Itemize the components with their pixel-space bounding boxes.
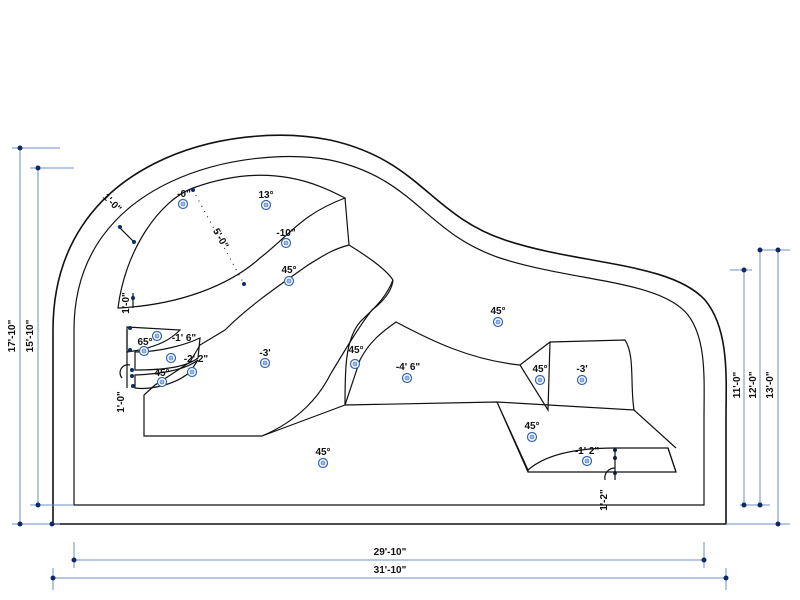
mid-slope-edge — [261, 279, 394, 437]
label-beach-edge: 1'-0" — [121, 292, 132, 314]
right-bench-slope — [633, 409, 677, 449]
radius-center — [191, 188, 195, 192]
label-mid-slope: 45° — [348, 345, 363, 356]
label-right-depth: -3' — [576, 364, 587, 375]
marker-ledge-5 — [186, 366, 198, 378]
label-step-width: 1'-0" — [116, 391, 127, 413]
label-coping: 1'-0" — [100, 192, 123, 215]
marker-beach-depth — [280, 237, 292, 249]
label-width-outer: 31'-10" — [374, 565, 407, 576]
label-step-slope: 45° — [524, 421, 539, 432]
label-right-height-inner: 11'-0" — [732, 371, 743, 398]
radius-end — [242, 282, 246, 286]
right-dimension-inner — [730, 267, 752, 508]
label-beach-slope: 13° — [258, 190, 273, 201]
coping-point — [118, 225, 122, 229]
left-dimension-inner — [30, 165, 74, 508]
right-dimension-mid — [740, 247, 770, 508]
shallow-platform — [143, 197, 394, 437]
marker-right-inner — [534, 374, 546, 386]
label-right-inner-slope: 45° — [532, 364, 547, 375]
label-left-height-outer: 17'-10" — [7, 319, 18, 352]
label-right-step-depth: -1' 2" — [575, 446, 600, 457]
inner-pool-outline — [73, 155, 705, 506]
marker-beach-zero — [177, 198, 189, 210]
label-bench-angle: 65° — [137, 337, 152, 348]
beach-point — [131, 296, 135, 300]
label-right-step-height: 1'-2" — [599, 489, 610, 511]
marker-ledge-4 — [156, 376, 168, 388]
bottom-dimension-outer — [50, 568, 729, 590]
label-zero-depth: -0" — [177, 189, 191, 200]
bottom-dimension-inner — [71, 542, 707, 568]
marker-step-slope — [526, 431, 538, 443]
label-shallow-depth: -3' — [259, 348, 270, 359]
marker-shallow-depth — [259, 357, 271, 369]
right-step-ticks — [604, 448, 617, 481]
label-spa-step-depth: -1' 6" — [172, 333, 197, 344]
label-deep-depth: -4' 6" — [396, 362, 421, 373]
left-dimension-outer — [12, 145, 60, 527]
ledge-lower — [134, 359, 199, 390]
label-spa-step-depth-2: -2' 2" — [184, 354, 209, 365]
marker-ledge-1 — [151, 330, 163, 342]
outer-pool-outline — [52, 134, 728, 525]
marker-bottom-slope — [317, 457, 329, 469]
marker-mid-slope — [349, 358, 361, 370]
beach-entry-area — [117, 174, 347, 309]
marker-deep-depth — [401, 372, 413, 384]
label-right-height-outer: 13'-0" — [765, 371, 776, 398]
marker-ledge-2 — [138, 345, 150, 357]
marker-ledge-3 — [165, 352, 177, 364]
label-right-slope: 45° — [490, 306, 505, 317]
deep-basin — [344, 321, 635, 411]
right-well — [519, 341, 551, 413]
label-radius: 5'-0" — [210, 227, 230, 251]
label-bottom-slope: 45° — [315, 447, 330, 458]
label-spa-slope: 45° — [154, 368, 169, 379]
coping-point-2 — [132, 240, 136, 244]
label-right-height-mid: 12'-0" — [748, 371, 759, 398]
marker-beach-slope — [260, 199, 272, 211]
marker-right-depth — [576, 374, 588, 386]
label-upper-slope: 45° — [281, 265, 296, 276]
marker-step-depth — [581, 455, 593, 467]
label-left-height-inner: 15'-10" — [25, 319, 36, 352]
ledge-middle — [134, 337, 201, 371]
marker-right-slope — [492, 316, 504, 328]
ledge-ticks — [119, 326, 135, 388]
marker-upper-slope — [283, 275, 295, 287]
right-dimension-outer — [726, 247, 790, 527]
upper-shelf-edge — [348, 244, 394, 281]
right-bench-step — [527, 447, 677, 473]
label-beach-depth: -10" — [276, 228, 295, 239]
label-width-inner: 29'-10" — [374, 547, 407, 558]
